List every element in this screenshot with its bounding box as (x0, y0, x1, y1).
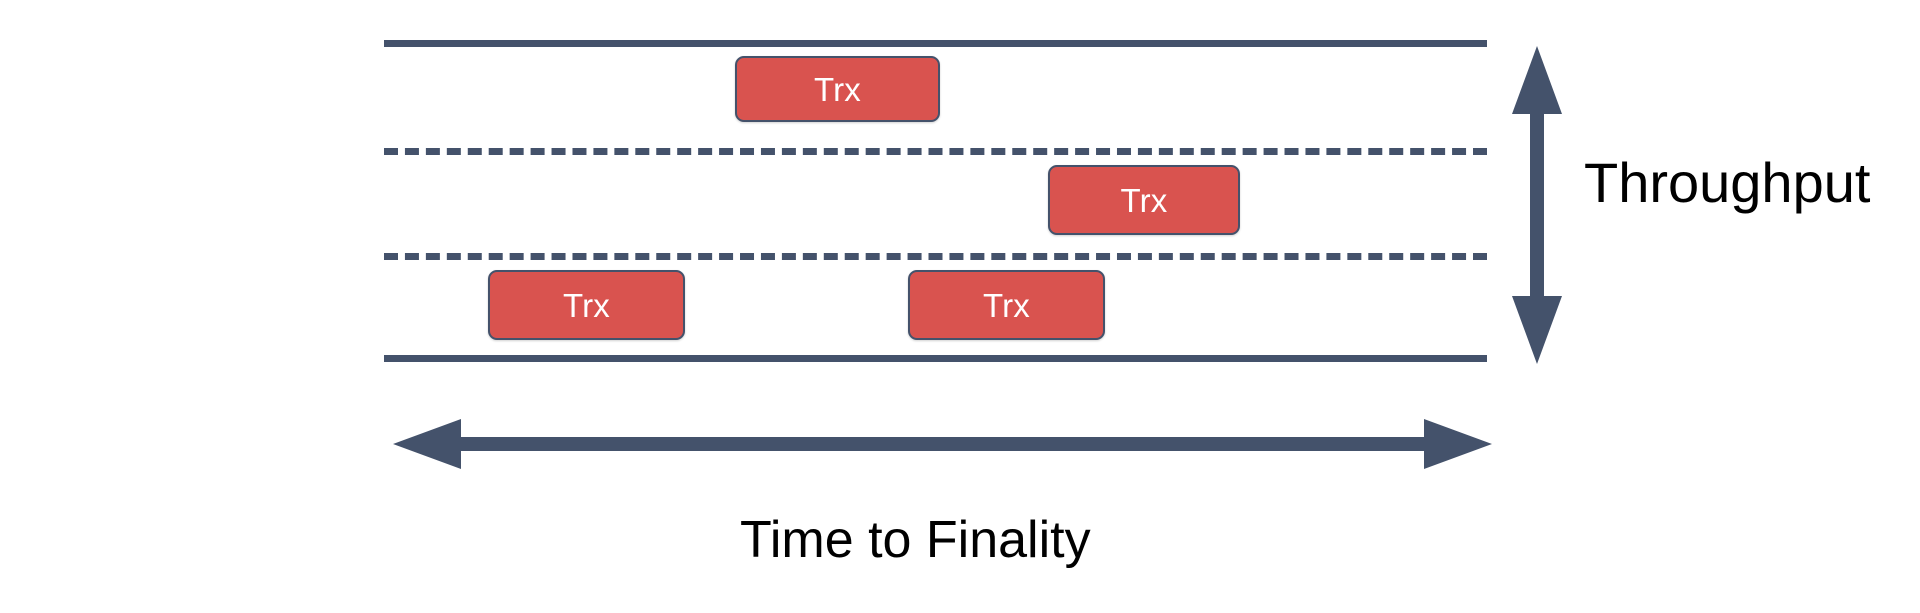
transaction-block[interactable]: Trx (908, 270, 1105, 340)
lane-divider-dashed-lower (384, 253, 1487, 260)
throughput-axis-label: Throughput (1584, 151, 1871, 214)
throughput-axis-arrow (1505, 44, 1569, 366)
lane-boundary-solid-bottom (384, 355, 1487, 362)
transaction-block[interactable]: Trx (488, 270, 685, 340)
transaction-block-label: Trx (1120, 181, 1168, 219)
double-arrow-horizontal-icon (393, 419, 1492, 469)
time-to-finality-axis-label: Time to Finality (740, 511, 1091, 569)
transaction-block-label: Trx (562, 286, 611, 324)
transaction-block-label: Trx (982, 286, 1031, 324)
lane-boundary-solid-top (384, 40, 1487, 47)
transaction-block[interactable]: Trx (1048, 165, 1240, 235)
transaction-block-label: Trx (813, 70, 862, 108)
double-arrow-vertical-icon (1512, 46, 1562, 364)
transaction-block[interactable]: Trx (735, 56, 940, 122)
lane-band (384, 40, 1487, 362)
lane-divider-dashed-upper (384, 148, 1487, 155)
time-axis-arrow (385, 415, 1500, 473)
